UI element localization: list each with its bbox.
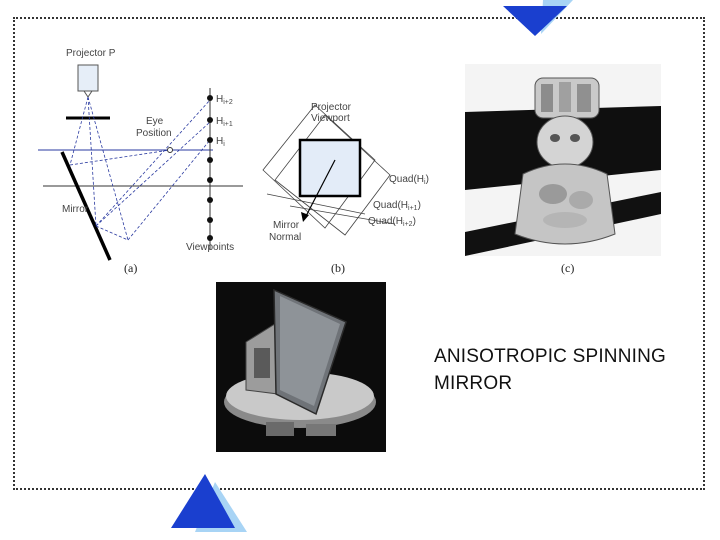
rays (69, 96, 211, 241)
rendering-photo: (c) (465, 64, 661, 275)
h-label: Hi+2 (216, 94, 233, 106)
h-label: Hi+1 (216, 116, 233, 128)
projector-lens (83, 90, 93, 98)
projector-viewport-box (298, 138, 362, 198)
triangle-main (171, 474, 235, 528)
eye-label: Eye (146, 116, 164, 127)
slide-title-line: MIRROR (434, 373, 513, 394)
viewport-label: Viewport (311, 113, 350, 124)
mirror-line (60, 151, 112, 261)
quad-label: Quad(Hi+1) (373, 200, 421, 212)
mirror-normal-label: Mirror (273, 220, 300, 231)
viewport-label: Projector (311, 102, 352, 113)
diagram-b: Projector Viewport Quad(Hi) Quad(Hi+1) Q… (262, 102, 429, 275)
eye-marker (167, 147, 173, 153)
viewpoint-dots (207, 95, 213, 241)
base-part (306, 424, 336, 436)
caption-b: (b) (331, 261, 345, 275)
diagram-a: Projector P Hi+2 Hi+1 Hi Eye Position Mi… (38, 48, 243, 275)
mirror-apparatus-photo (216, 282, 386, 452)
bracket-mechanism (254, 348, 270, 378)
triangle-main (503, 6, 567, 36)
projector-label: Projector P (66, 48, 116, 59)
quad-label: Quad(Hi+2) (368, 216, 416, 228)
viewpoints-label: Viewpoints (186, 242, 234, 253)
mirror-normal-label: Normal (269, 232, 301, 243)
base-part (266, 422, 294, 436)
decorative-triangle-bottom (171, 474, 247, 532)
eye-label: Position (136, 128, 172, 139)
slide-title: ANISOTROPIC SPINNING MIRROR (434, 343, 704, 397)
caption-c: (c) (561, 261, 574, 275)
mirror-normal-arrow (304, 159, 336, 219)
h-label: Hi (216, 136, 225, 148)
mirror-surface (280, 296, 340, 406)
decorative-triangle-top (503, 0, 573, 36)
quad-label: Quad(Hi) (389, 174, 429, 186)
projector-box (77, 64, 99, 92)
caption-a: (a) (124, 261, 137, 275)
arrow-head (301, 212, 309, 222)
slide-border (13, 17, 705, 490)
sculpture-figure (514, 77, 616, 245)
slide-title-line: ANISOTROPIC SPINNING (434, 346, 667, 367)
mirror-label: Mirror (62, 204, 89, 215)
